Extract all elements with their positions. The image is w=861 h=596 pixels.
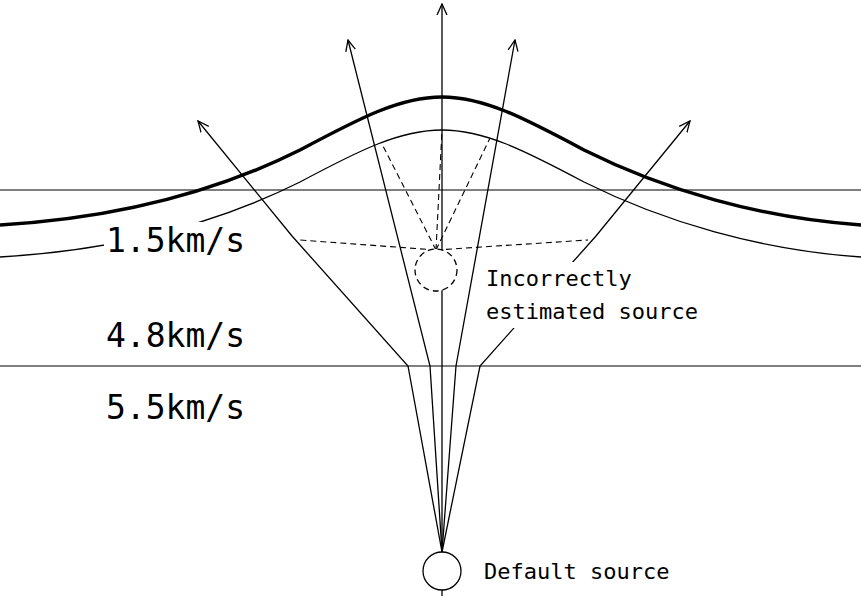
velocity-label: 4.8km/s <box>104 317 247 355</box>
apparent-rays <box>300 130 588 250</box>
source-label: Incorrectly estimated source <box>484 262 720 328</box>
ray-path <box>348 40 442 552</box>
ray-path <box>441 4 442 596</box>
estimated-source-circle <box>414 248 458 292</box>
ground-surface <box>0 97 861 225</box>
source-label: Default source <box>482 555 671 588</box>
layer-line <box>0 189 861 190</box>
default-source-circle <box>422 551 462 591</box>
velocity-label: 5.5km/s <box>104 389 247 427</box>
source-node: Default source <box>422 551 462 591</box>
velocity-label: 1.5km/s <box>104 222 247 260</box>
ray-path <box>442 121 690 552</box>
source-node: Incorrectly estimated source <box>414 248 458 292</box>
